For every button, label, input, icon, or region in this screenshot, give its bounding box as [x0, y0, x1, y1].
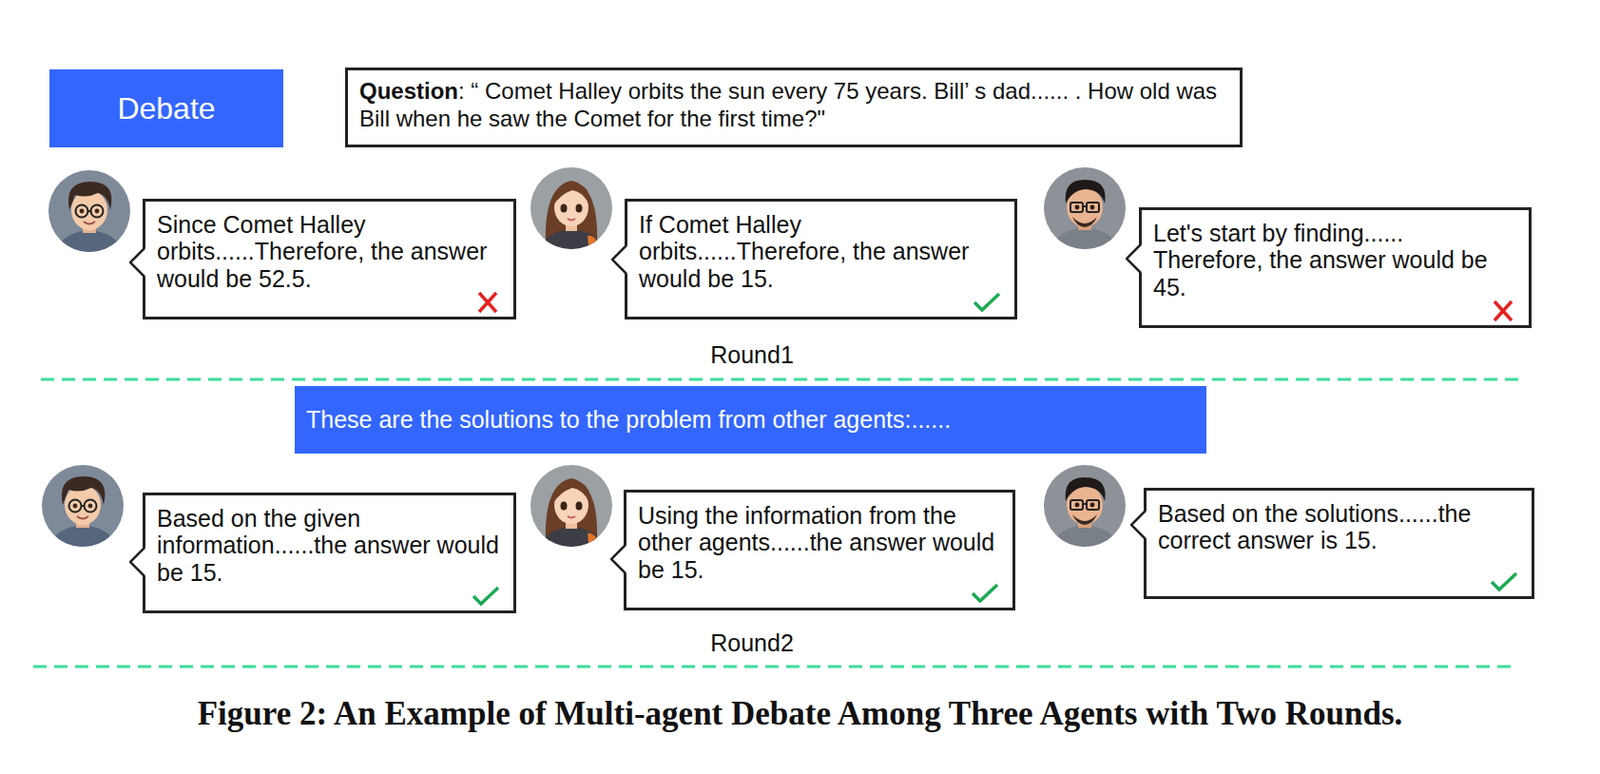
- node-text: Let's start by finding...... Therefore, …: [1153, 219, 1516, 301]
- correct-mark-stroke: [974, 293, 1000, 310]
- bubble-tail: [1130, 509, 1147, 540]
- node-text: Based on the solutions......the correct …: [1157, 500, 1519, 555]
- agent-avatar: [1043, 167, 1126, 255]
- question-body: : “ Comet Halley orbits the sun every 75…: [359, 77, 1217, 132]
- correct-mark-stroke: [972, 584, 998, 601]
- bubble-tail-outline: [612, 245, 627, 274]
- round-divider: [40, 378, 1526, 382]
- round-label: Round1: [710, 341, 794, 369]
- agent-avatar: [530, 167, 613, 255]
- bubble-tail-fill: [611, 544, 627, 574]
- figure-caption: Figure 2: An Example of Multi-agent Deba…: [0, 694, 1600, 733]
- correct-mark: [969, 580, 1001, 606]
- correct-mark-stroke: [473, 587, 499, 604]
- bubble-tail-outline: [611, 544, 626, 574]
- bubble-tail: [129, 247, 146, 278]
- wrong-mark-stroke: [1494, 301, 1512, 321]
- wrong-mark-stroke: [479, 292, 497, 312]
- correct-mark-stroke: [1491, 573, 1517, 590]
- bubble-tail-outline: [1126, 244, 1141, 273]
- bubble-tail: [611, 244, 628, 275]
- agent-avatar: [41, 464, 124, 553]
- node-text: If Comet Halley orbits......Therefore, t…: [638, 211, 1002, 292]
- agent-avatar: [48, 170, 131, 258]
- question-heading: Question: [359, 77, 459, 104]
- correct-mark: [470, 583, 502, 609]
- speech-bubble: Based on the given information......the …: [142, 492, 517, 614]
- bubble-tail-fill: [130, 248, 146, 277]
- wrong-mark-stroke: [479, 292, 497, 312]
- title-box: Debate: [49, 69, 284, 148]
- wrong-mark-stroke: [1494, 301, 1512, 321]
- bubble-tail-fill: [1131, 510, 1147, 540]
- round-divider: [33, 665, 1518, 669]
- bubble-tail-outline: [1131, 510, 1146, 540]
- bubble-tail: [610, 543, 627, 575]
- bubble-tail: [129, 546, 146, 578]
- correct-mark: [1488, 569, 1520, 595]
- speech-bubble: Based on the solutions......the correct …: [1143, 487, 1535, 599]
- bubble-tail-fill: [130, 547, 146, 577]
- correct-mark: [971, 289, 1003, 315]
- speech-bubble: Since Comet Halley orbits......Therefore…: [142, 198, 517, 320]
- node-text: Using the information from the other age…: [637, 501, 1000, 583]
- node-text: Debate: [116, 91, 215, 127]
- bubble-tail: [1125, 243, 1142, 274]
- wrong-mark: [1489, 298, 1517, 324]
- bubble-tail-outline: [130, 248, 145, 277]
- bubble-tail-fill: [612, 245, 628, 274]
- bubble-tail-fill: [1126, 244, 1142, 273]
- agent-avatar: [1043, 464, 1126, 553]
- speech-bubble: Let's start by finding...... Therefore, …: [1138, 207, 1532, 328]
- speech-bubble: If Comet Halley orbits......Therefore, t…: [624, 198, 1018, 320]
- node-text: These are the solutions to the problem f…: [306, 405, 951, 434]
- question-text: Question: “ Comet Halley orbits the sun …: [359, 77, 1229, 134]
- wrong-mark: [474, 289, 502, 315]
- round-label: Round2: [710, 629, 794, 657]
- question-box: Question: “ Comet Halley orbits the sun …: [345, 67, 1243, 148]
- node-text: Since Comet Halley orbits......Therefore…: [156, 211, 501, 292]
- bubble-tail-outline: [130, 547, 145, 577]
- agent-avatar: [530, 464, 613, 553]
- prompt-band: These are the solutions to the problem f…: [294, 385, 1207, 454]
- speech-bubble: Using the information from the other age…: [623, 489, 1016, 611]
- node-text: Based on the given information......the …: [156, 504, 501, 586]
